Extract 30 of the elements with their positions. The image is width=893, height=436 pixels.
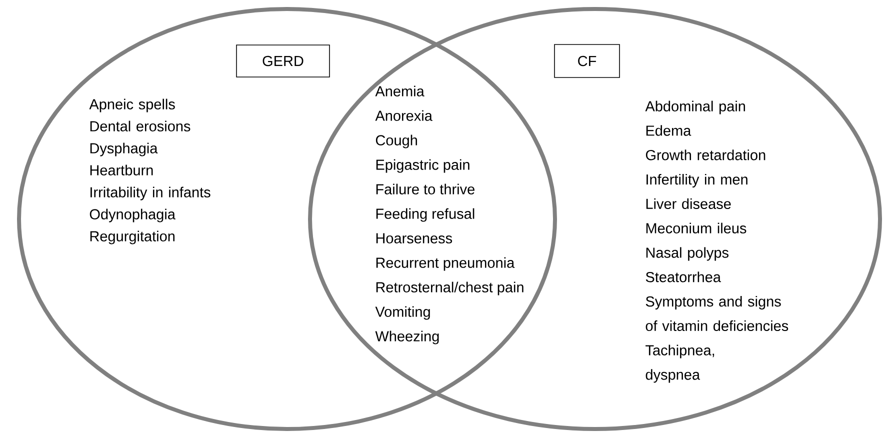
list-item: Failure to thrive (376, 184, 474, 194)
list-item: Anorexia (375, 110, 432, 121)
list-item: Tachipnea, dyspnea (646, 344, 714, 383)
list-item: Liver disease (646, 198, 731, 210)
list-item: Epigastric pain (376, 159, 470, 173)
list-item: Growth retardation (646, 150, 766, 160)
list-item: Odynophagia (90, 208, 176, 222)
list-item: Vomiting (375, 306, 430, 320)
list-item: Wheezing (375, 330, 439, 344)
list-item: Meconium ileus (646, 222, 746, 234)
list-item: Heartburn (90, 164, 153, 176)
list-item: Dental erosions (90, 120, 190, 132)
list-item: Nasal polyps (646, 247, 728, 261)
list-item: Abdominal pain (645, 100, 745, 114)
list-item: Symptoms and signs of vitamin deficiencies (646, 296, 788, 332)
list-item: Infertility in men (646, 174, 748, 188)
list-item: Regurgitation (90, 230, 174, 244)
list-item: Anemia (375, 86, 424, 96)
list-item: Dysphagia (90, 142, 158, 156)
list-item: Steatorrhea (646, 272, 721, 282)
list-item: Irritability in infants (90, 186, 210, 200)
list-item: Retrosternal/chest pain (376, 282, 524, 296)
list-item: Edema (646, 125, 692, 136)
list-item: Recurrent pneumonia (376, 257, 515, 271)
label-box: CF (554, 44, 620, 78)
list-item: Apneic spells (89, 98, 175, 112)
list-item: Cough (376, 134, 417, 148)
list-item: Hoarseness (376, 233, 452, 244)
label-box: GERD (236, 44, 330, 78)
list-item: Feeding refusal (376, 208, 474, 222)
